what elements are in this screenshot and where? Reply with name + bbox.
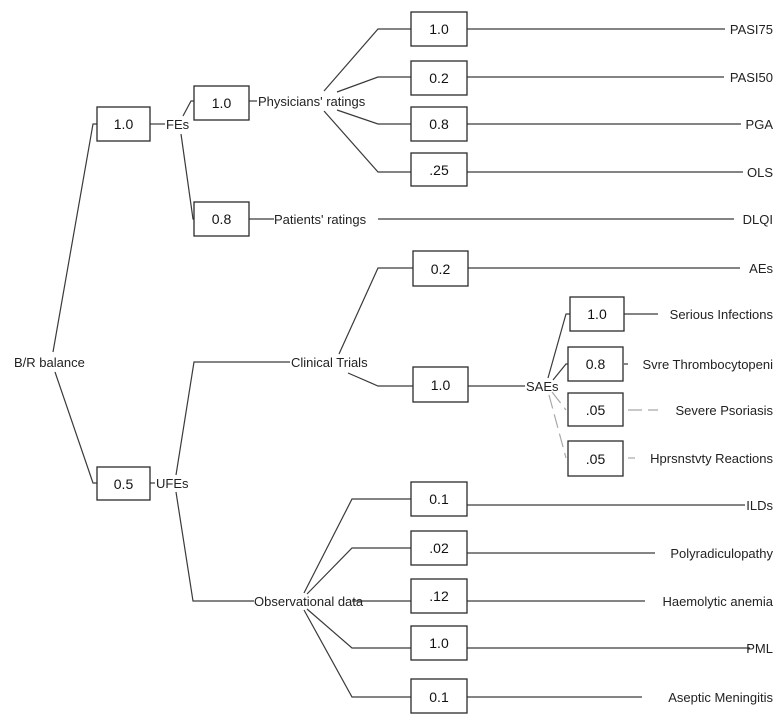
edge-root-fes: [52, 123, 97, 353]
weight-box-haemolytic[interactable]: .12: [410, 578, 468, 614]
weight-box-saes[interactable]: 1.0: [412, 366, 469, 403]
leaf-label-pga: PGA: [746, 117, 774, 132]
weight-value: 0.1: [429, 491, 449, 507]
weight-box-ilds[interactable]: 0.1: [410, 481, 468, 517]
weight-value: 1.0: [587, 306, 607, 322]
weight-value: 0.1: [429, 689, 449, 705]
weight-value: 0.8: [586, 356, 606, 372]
leaf-label-pml: PML: [746, 641, 773, 656]
weight-box-aseptic[interactable]: 0.1: [410, 678, 468, 714]
weight-value: 1.0: [431, 377, 451, 393]
physicians-label: Physicians' ratings: [258, 94, 366, 109]
weight-value: 0.2: [429, 70, 449, 86]
edge-phys-pasi75: [323, 28, 411, 92]
weight-box-ols[interactable]: .25: [410, 152, 468, 187]
weight-box-polyradiculopathy[interactable]: .02: [410, 530, 468, 566]
weight-value: 0.8: [212, 211, 232, 227]
weight-value: .12: [429, 588, 449, 604]
weight-value: 1.0: [429, 21, 449, 37]
edge-obs-aseptic: [303, 609, 411, 698]
weight-value: 0.5: [114, 476, 134, 492]
leaf-label-aseptic-meningitis: Aseptic Meningitis: [668, 690, 773, 705]
leaf-label-polyradiculopathy: Polyradiculopathy: [670, 546, 773, 561]
leaf-label-dlqi: DLQI: [743, 212, 773, 227]
edge-obs-ilds: [303, 498, 411, 594]
weight-box-thrombocytopeni[interactable]: 0.8: [567, 346, 624, 382]
weight-box-ufes[interactable]: 0.5: [96, 466, 151, 501]
edge-clinical-aes: [338, 267, 413, 355]
edge-root-ufes: [54, 371, 97, 484]
edges-ufes: [175, 361, 290, 602]
weight-value: .02: [429, 540, 449, 556]
edge-saes-serious-infections: [547, 313, 570, 379]
weight-box-hypersensitivity[interactable]: .05: [567, 440, 624, 477]
observational-data-label: Observational data: [254, 594, 364, 609]
edge-phys-ols: [323, 110, 411, 173]
edge-ufes-clinical: [175, 361, 290, 476]
edge-fes-patients: [180, 133, 194, 220]
edges-clinical: [338, 267, 740, 387]
clinical-trials-label: Clinical Trials: [291, 355, 368, 370]
fes-label: FEs: [166, 117, 190, 132]
weight-box-pasi50[interactable]: 0.2: [410, 60, 468, 96]
saes-label: SAEs: [526, 379, 559, 394]
leaf-label-serious-infections: Serious Infections: [670, 307, 774, 322]
weight-box-physicians[interactable]: 1.0: [193, 85, 250, 121]
leaf-label-haemolytic-anemia: Haemolytic anemia: [662, 594, 773, 609]
patients-label: Patients' ratings: [274, 212, 367, 227]
weight-box-pasi75[interactable]: 1.0: [410, 11, 468, 47]
edge-ufes-observational: [175, 491, 254, 602]
weight-value: 1.0: [212, 95, 232, 111]
edges-observational: [303, 498, 750, 698]
leaf-label-psoriasis: Severe Psoriasis: [675, 403, 773, 418]
edges-physicians: [323, 28, 743, 173]
weight-value: 0.2: [431, 261, 451, 277]
weight-box-aes[interactable]: 0.2: [412, 250, 469, 287]
edge-clinical-saes: [347, 372, 413, 387]
weight-value: 0.8: [429, 116, 449, 132]
weight-box-pga[interactable]: 0.8: [410, 106, 468, 142]
weight-value: .25: [429, 162, 449, 178]
root-label: B/R balance: [14, 355, 85, 370]
edge-phys-pga: [336, 109, 411, 125]
leaf-label-hypersensitivity: Hprsnstvty Reactions: [650, 451, 773, 466]
leaf-label-ols: OLS: [747, 165, 773, 180]
weight-box-patients[interactable]: 0.8: [193, 201, 250, 237]
leaf-label-aes: AEs: [749, 261, 773, 276]
weight-value: .05: [586, 451, 606, 467]
weight-box-fes[interactable]: 1.0: [96, 106, 151, 142]
edge-obs-polyradiculopathy: [306, 547, 411, 595]
edge-fes-physicians: [182, 100, 194, 117]
edges-root: [52, 123, 165, 484]
ufes-label: UFEs: [156, 476, 189, 491]
edge-saes-psoriasis: [551, 391, 567, 411]
edge-saes-hypersensitivity: [548, 394, 567, 459]
leaf-label-ilds: ILDs: [746, 498, 773, 513]
weight-value: 1.0: [429, 635, 449, 651]
leaf-label-pasi50: PASI50: [730, 70, 773, 85]
edge-obs-pml: [306, 608, 411, 649]
leaf-label-pasi75: PASI75: [730, 22, 773, 37]
weight-box-psoriasis[interactable]: .05: [567, 392, 624, 427]
edges-saes: [547, 313, 658, 459]
weight-box-pml[interactable]: 1.0: [410, 625, 468, 661]
edge-phys-pasi50: [336, 76, 411, 93]
weight-value: 1.0: [114, 116, 134, 132]
weight-value: .05: [586, 402, 606, 418]
weight-box-serious-infections[interactable]: 1.0: [569, 296, 625, 332]
leaf-label-thrombocytopeni: Svre Thrombocytopeni: [642, 357, 773, 372]
